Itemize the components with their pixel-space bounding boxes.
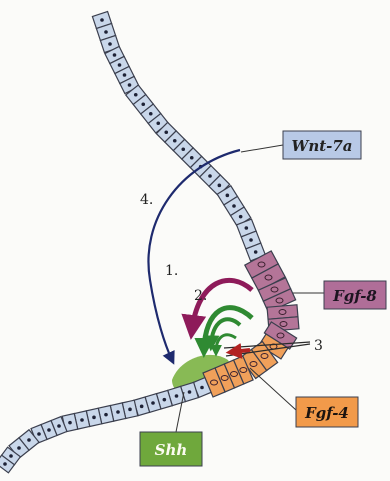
cell-nucleus — [47, 428, 51, 432]
cell-nucleus — [149, 112, 153, 116]
label-fgf-4-text: Fgf-4 — [304, 404, 349, 422]
number-3: 3 — [314, 338, 323, 354]
label-wnt-7a-text: Wnt-7a — [291, 137, 352, 155]
cell-nucleus — [104, 413, 108, 417]
cell-nucleus — [173, 139, 177, 143]
cell-nucleus — [208, 174, 212, 178]
cell-nucleus — [239, 215, 243, 219]
number-4: 4. — [140, 192, 153, 208]
cell-nucleus — [134, 93, 138, 97]
cell-nucleus — [9, 454, 13, 458]
cell-nucleus — [232, 204, 236, 208]
label-shh: Shh — [140, 432, 202, 466]
cell-nucleus — [249, 238, 253, 242]
number-2: 2. — [194, 288, 207, 304]
arrow-3c — [232, 350, 250, 352]
cell-nucleus — [104, 30, 108, 34]
cell-nucleus — [17, 446, 21, 450]
cell-nucleus — [245, 226, 249, 230]
cell-nucleus — [116, 410, 120, 414]
cell-nucleus — [151, 401, 155, 405]
label-fgf-8-text: Fgf-8 — [332, 287, 377, 305]
cell-nucleus — [163, 398, 167, 402]
cell-nucleus — [140, 405, 144, 409]
cell-nucleus — [108, 42, 112, 46]
wnt-leader-line — [241, 145, 283, 152]
fgf4-leader-line — [250, 368, 296, 410]
cell-nucleus — [218, 184, 222, 188]
label-fgf-4: Fgf-4 — [296, 397, 358, 427]
number-1: 1. — [165, 263, 178, 279]
label-fgf-8: Fgf-8 — [324, 281, 386, 309]
cell-nucleus — [164, 130, 168, 134]
cell-nucleus — [128, 408, 132, 412]
cell-nucleus — [188, 390, 192, 394]
arrow-2b — [211, 319, 240, 345]
cell-nucleus — [156, 121, 160, 125]
cell-nucleus — [92, 416, 96, 420]
cell-nucleus — [141, 102, 145, 106]
cell-nucleus — [123, 73, 127, 77]
cell-nucleus — [27, 438, 31, 442]
label-wnt-7a: Wnt-7a — [283, 131, 361, 159]
label-shh-text: Shh — [155, 441, 188, 459]
cell-nucleus — [254, 250, 258, 254]
cell-nucleus — [100, 18, 104, 22]
cell-nucleus — [190, 156, 194, 160]
cell-nucleus — [113, 53, 117, 57]
cell-nucleus — [37, 432, 41, 436]
arrow-2c — [216, 335, 236, 352]
cell-nucleus — [3, 462, 7, 466]
cell-nucleus — [128, 83, 132, 87]
cell-nucleus — [175, 394, 179, 398]
cell-nucleus — [181, 147, 185, 151]
cell-nucleus — [200, 386, 204, 390]
cell-nucleus — [226, 194, 230, 198]
cell-nucleus — [68, 421, 72, 425]
cell-nucleus — [118, 63, 122, 67]
cell-nucleus — [80, 418, 84, 422]
cell-nucleus — [57, 424, 61, 428]
